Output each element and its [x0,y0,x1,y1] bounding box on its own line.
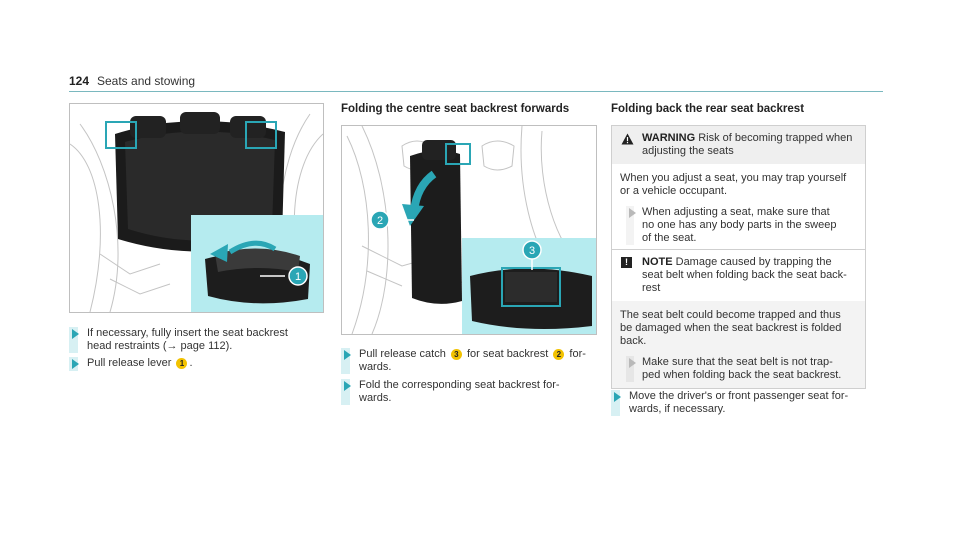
step-text-line1: If necessary, fully insert the seat back… [87,327,288,339]
figure-rear-seat-release-lever: 1 [69,103,324,313]
callout-3: 3 [529,245,535,257]
note-step-line1: Make sure that the seat belt is not trap… [642,356,833,368]
callout-badge-1: 1 [176,357,188,369]
note-box: ! NOTE Damage caused by trapping the sea… [611,249,866,389]
warning-box: WARNING Risk of becoming trapped when ad… [611,125,866,252]
callout-badge-3: 3 [450,348,462,360]
page-number: 124 [69,74,90,88]
step-text-end: for- [569,348,586,360]
warning-step-line2: no one has any body parts in the sweep [642,219,837,231]
warning-step-line3: of the seat. [642,232,697,244]
note-exclamation-icon: ! [621,257,632,268]
step-text-line2: wards. [359,392,392,404]
step-text: Pull release catch [359,348,446,360]
note-body-line3: back. [620,335,647,347]
figure-centre-backrest-release: 2 3 [341,125,597,335]
step-text-mid: for seat backrest [466,348,549,360]
note-body-line2: be damaged when the seat backrest is fol… [620,322,842,334]
warning-body-line2: or a vehicle occupant. [620,185,728,197]
callout-1: 1 [295,271,301,283]
warning-head-line1: Risk of becoming trapped when [698,132,853,144]
step-arrow-icon [72,329,79,339]
warning-step: When adjusting a seat, make sure that no… [620,206,857,245]
warning-label: WARNING [642,132,696,144]
step-text-line2: wards. [359,361,392,373]
step-arrow-icon [614,392,621,402]
step-arrow-icon [344,381,351,391]
step-move-seat-forwards: Move the driver's or front passenger sea… [611,390,881,416]
step-text-line2: wards, if necessary. [629,403,726,415]
step-text: Pull release lever [87,357,172,369]
warning-triangle-icon [621,133,634,145]
step-arrow-icon [72,359,79,369]
section-title-fold-centre: Folding the centre seat backrest forward… [341,103,570,115]
warning-body-line1: When you adjust a seat, you may trap you… [620,172,847,184]
step-insert-head-restraints: If necessary, fully insert the seat back… [69,327,329,353]
step-arrow-icon [629,358,636,368]
page-header-title: Seats and stowing [97,74,196,88]
header-divider [69,91,883,92]
step-pull-release-lever: Pull release lever 1. [69,357,329,371]
callout-badge-2: 2 [553,348,565,360]
step-text-line2: head restraints (→ page 112). [87,340,233,352]
section-title-fold-back: Folding back the rear seat backrest [611,103,805,115]
step-arrow-icon [344,350,351,360]
step-fold-backrest: Fold the corresponding seat backrest for… [341,379,611,405]
note-label: NOTE [642,256,673,268]
warning-step-line1: When adjusting a seat, make sure that [642,206,830,218]
note-body-line1: The seat belt could become trapped and t… [620,309,841,321]
step-text-end: . [189,357,193,369]
warning-head-line2: adjusting the seats [642,145,734,157]
note-step-line2: ped when folding back the seat backrest. [642,369,842,381]
step-pull-release-catch: Pull release catch 3 for seat backrest 2… [341,348,611,374]
step-arrow-icon [629,208,636,218]
callout-2: 2 [377,215,383,227]
step-text-line1: Move the driver's or front passenger sea… [629,390,849,402]
step-text-line1: Fold the corresponding seat backrest for… [359,379,560,391]
note-head-line3: rest [642,282,661,294]
note-step: Make sure that the seat belt is not trap… [620,356,857,382]
note-head-line1: Damage caused by trapping the [675,256,832,268]
note-head-line2: seat belt when folding back the seat bac… [642,269,847,281]
